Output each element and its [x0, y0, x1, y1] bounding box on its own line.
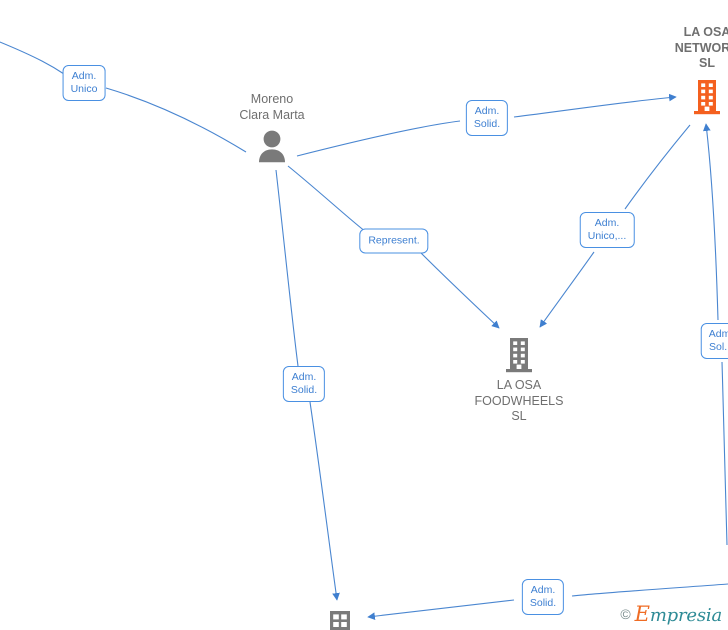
edge-label-adm-solid-right-clipped[interactable]: Adm. Sol...: [700, 323, 728, 359]
chip-line2: Solid.: [290, 384, 318, 396]
brand-rest: mpresia: [649, 605, 722, 626]
edge-network-to-foodwheels-b: [539, 251, 595, 328]
edge-right-clipped-lower: [721, 361, 728, 546]
node-label-la-osa-foodwheels-sl: LA OSA FOODWHEELS SL: [429, 378, 609, 425]
edge-right-clipped-to-network: [702, 123, 719, 321]
node-label-line2: Clara Marta: [239, 107, 305, 122]
edge-label-adm-solid-person-bottom[interactable]: Adm. Solid.: [282, 366, 326, 402]
edge-label-represent-person-foodwheels[interactable]: Represent.: [359, 228, 429, 254]
building-small-icon[interactable]: [327, 609, 353, 630]
building-icon[interactable]: [504, 337, 534, 373]
edge-label-adm-unico-network-foodwheels[interactable]: Adm. Unico,...: [579, 212, 635, 248]
node-label-line1: LA OSA: [683, 25, 728, 39]
chip-line1: Adm.: [474, 105, 500, 117]
edge-person-to-bottom-b: [309, 401, 340, 601]
brand-name: Empresia: [634, 602, 723, 626]
person-icon[interactable]: [255, 129, 289, 165]
chip-line2: Solid.: [473, 118, 501, 130]
edge-person-to-network-a: [296, 120, 461, 157]
node-label-line3: SL: [511, 409, 527, 423]
edge-right-to-bottom-a: [571, 583, 728, 597]
node-label-line1: Moreno: [250, 92, 294, 106]
chip-line1: Adm.: [71, 70, 97, 82]
edge-person-to-foodwheels-b: [419, 251, 500, 329]
node-label-line2: FOODWHEELS: [474, 393, 564, 408]
chip-line1: Adm.: [291, 371, 317, 383]
copyright-icon: ©: [620, 606, 631, 622]
node-label-line3: SL: [699, 56, 715, 70]
edge-label-adm-solid-person-network[interactable]: Adm. Solid.: [465, 100, 509, 136]
node-label-line1: LA OSA: [496, 378, 542, 392]
edge-external-to-person-2: [105, 87, 247, 153]
chip-line1: Adm.: [594, 217, 620, 229]
chip-line2: Unico,...: [587, 230, 627, 242]
brand-initial: E: [634, 602, 650, 626]
edge-network-to-foodwheels-a: [624, 124, 691, 210]
building-icon[interactable]: [692, 79, 722, 115]
edge-external-to-person: [0, 41, 65, 75]
edge-right-to-bottom-b: [367, 599, 515, 620]
empresia-watermark: © Empresia: [620, 602, 722, 626]
chip-line2: Sol...: [709, 341, 728, 353]
chip-line1: Represent.: [368, 234, 420, 247]
node-label-moreno-clara-marta: Moreno Clara Marta: [192, 92, 352, 123]
edge-person-to-network-b: [513, 93, 677, 118]
chip-line1: Adm.: [708, 328, 728, 340]
edge-person-to-bottom-a: [275, 169, 299, 367]
edge-label-adm-unico-topleft[interactable]: Adm. Unico: [62, 65, 106, 101]
edge-person-to-foodwheels-a: [287, 165, 367, 233]
node-label-line2: NETWORK: [674, 40, 728, 55]
node-label-la-osa-network-sl: LA OSA NETWORK SL: [617, 25, 728, 72]
chip-line2: Unico: [70, 83, 98, 95]
chip-line2: Solid.: [529, 597, 557, 609]
chip-line1: Adm.: [530, 584, 556, 596]
edge-label-adm-solid-bottom-right[interactable]: Adm. Solid.: [521, 579, 565, 615]
